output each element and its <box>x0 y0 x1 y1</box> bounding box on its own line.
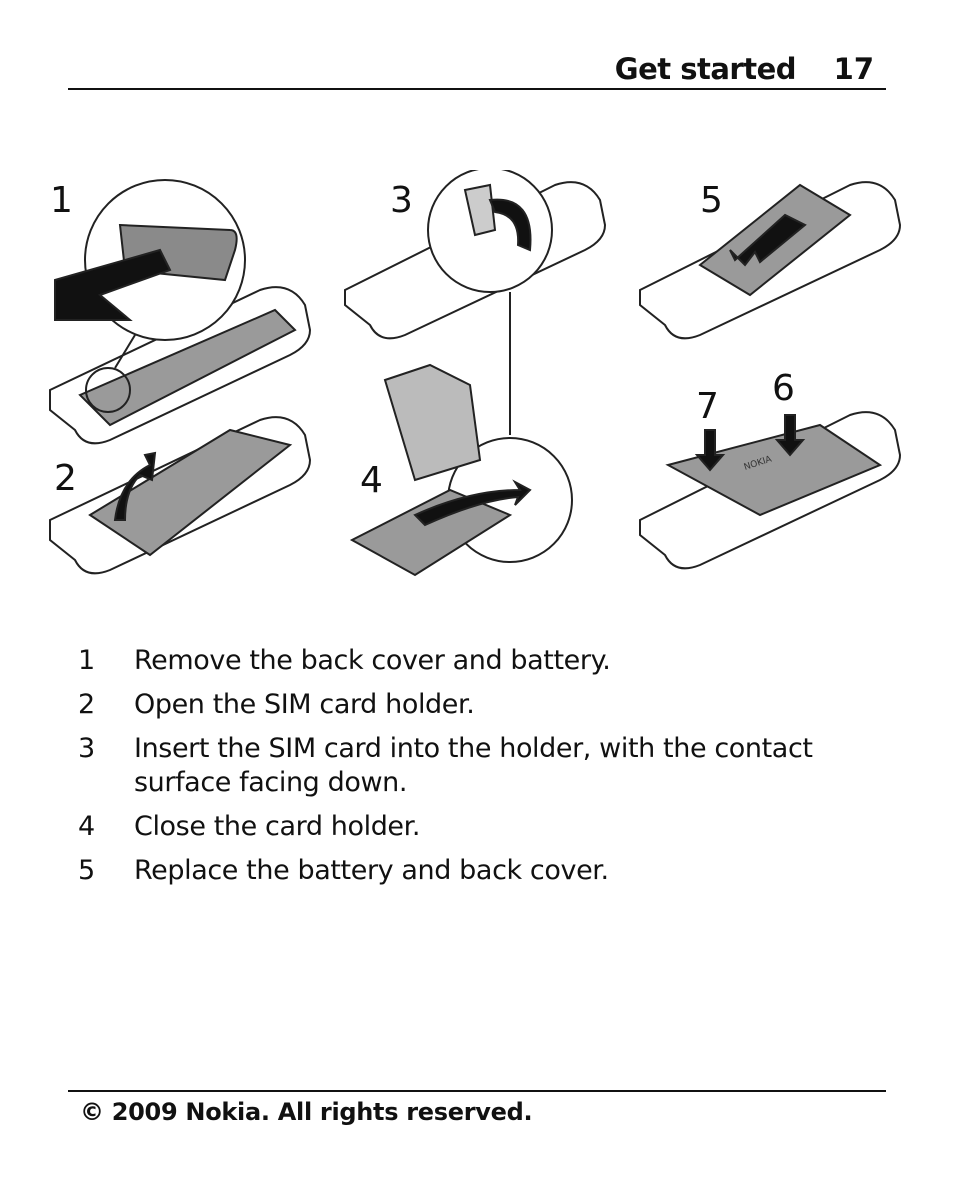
step-text: Close the card holder. <box>134 811 421 842</box>
list-item: 5 Replace the battery and back cover. <box>78 854 878 888</box>
step-text: Remove the back cover and battery. <box>134 645 611 676</box>
phone-step2 <box>49 416 312 575</box>
phone-step3 <box>344 170 607 435</box>
list-item: 4 Close the card holder. <box>78 810 878 844</box>
panel-label-1: 1 <box>50 180 73 221</box>
step-text: Replace the battery and back cover. <box>134 855 609 886</box>
panel-label-7: 7 <box>696 386 719 427</box>
panel-label-6: 6 <box>772 368 795 409</box>
phone-step5 <box>639 181 902 340</box>
sim-card-step4 <box>349 363 573 577</box>
page-header: Get started 17 <box>68 48 886 90</box>
panel-label-4: 4 <box>360 460 383 501</box>
page-number: 17 <box>833 52 874 86</box>
step-number: 1 <box>78 645 95 676</box>
step-number: 2 <box>78 689 95 720</box>
steps-list: 1 Remove the back cover and battery. 2 O… <box>78 644 878 898</box>
list-item: 2 Open the SIM card holder. <box>78 688 878 722</box>
copyright-notice: © 2009 Nokia. All rights reserved. <box>80 1098 533 1126</box>
panel-label-2: 2 <box>54 458 77 499</box>
phone-step67 <box>639 411 902 570</box>
step-text: Insert the SIM card into the holder, wit… <box>134 733 813 798</box>
list-item: 1 Remove the back cover and battery. <box>78 644 878 678</box>
section-title: Get started <box>614 52 797 86</box>
panel-label-5: 5 <box>700 180 723 221</box>
page-footer: © 2009 Nokia. All rights reserved. <box>68 1090 886 1126</box>
step-number: 3 <box>78 733 95 764</box>
panel-label-3: 3 <box>390 180 413 221</box>
sim-installation-illustration: 1 2 3 4 5 6 7 NOKIA <box>49 170 902 577</box>
step-number: 5 <box>78 855 95 886</box>
step-text: Open the SIM card holder. <box>134 689 475 720</box>
phone-step1 <box>49 179 312 445</box>
step-number: 4 <box>78 811 95 842</box>
list-item: 3 Insert the SIM card into the holder, w… <box>78 732 878 800</box>
